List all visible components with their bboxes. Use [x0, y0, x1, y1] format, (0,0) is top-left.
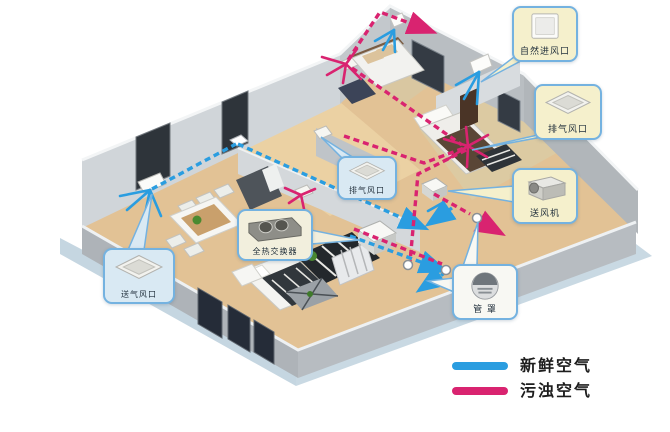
legend-label: 污浊空气	[520, 381, 593, 400]
fresh-air-line	[452, 362, 508, 370]
foul-air-flow-arrows	[283, 9, 506, 266]
callout-natural-air-inlet: 自然进风口	[512, 6, 578, 62]
foul-air-line	[452, 387, 508, 395]
fresh-air-ray-bursts	[118, 28, 481, 221]
legend-label: 新鲜空气	[520, 356, 593, 375]
duct-equipment	[229, 134, 449, 255]
hall-exhaust-vent	[313, 125, 333, 140]
callout-label: 全热交换器	[252, 247, 298, 256]
legend-item-fresh-air: 新鲜空气	[452, 358, 592, 374]
supply-vent-on-wall	[137, 172, 167, 194]
wall-panel-thumbnail	[531, 13, 559, 39]
callout-exhaust-vent-right: 排气风口	[534, 84, 602, 140]
legend: 新鲜空气 污浊空气	[452, 358, 592, 399]
foul-air-ray-bursts	[283, 47, 490, 211]
callout-label: 送风机	[529, 209, 560, 219]
furniture	[165, 37, 522, 311]
heat-exchanger-unit-side	[374, 233, 396, 255]
callout-pipe-hood: 管 罩	[452, 264, 518, 320]
callout-label: 排气风口	[349, 186, 385, 195]
hx-unit-thumbnail	[248, 217, 302, 242]
callout-supply-fan: 送风机	[512, 168, 578, 224]
callout-label: 管 罩	[473, 305, 497, 315]
doors-windows-back	[135, 39, 521, 191]
duct-junctions	[402, 212, 483, 276]
fan-unit-thumbnail	[527, 176, 567, 201]
callout-exhaust-vent-middle: 排气风口	[337, 156, 397, 200]
callout-supply-vent: 送气风口	[103, 248, 175, 304]
natural-inlet-panel	[469, 53, 493, 75]
heat-exchanger-unit-front	[358, 230, 374, 255]
ceiling-vent-thumbnail	[114, 254, 164, 279]
callout-label: 送气风口	[121, 290, 157, 299]
ceiling-vent-thumbnail	[348, 161, 386, 180]
supply-fan-unit-front	[422, 184, 433, 201]
ceiling-vent-thumbnail	[544, 90, 592, 115]
callout-label: 排气风口	[547, 125, 588, 135]
callout-heat-exchanger: 全热交换器	[237, 209, 313, 261]
callout-label: 自然进风口	[519, 47, 570, 57]
legend-item-foul-air: 污浊空气	[452, 383, 592, 399]
round-hood-thumbnail	[471, 272, 499, 300]
